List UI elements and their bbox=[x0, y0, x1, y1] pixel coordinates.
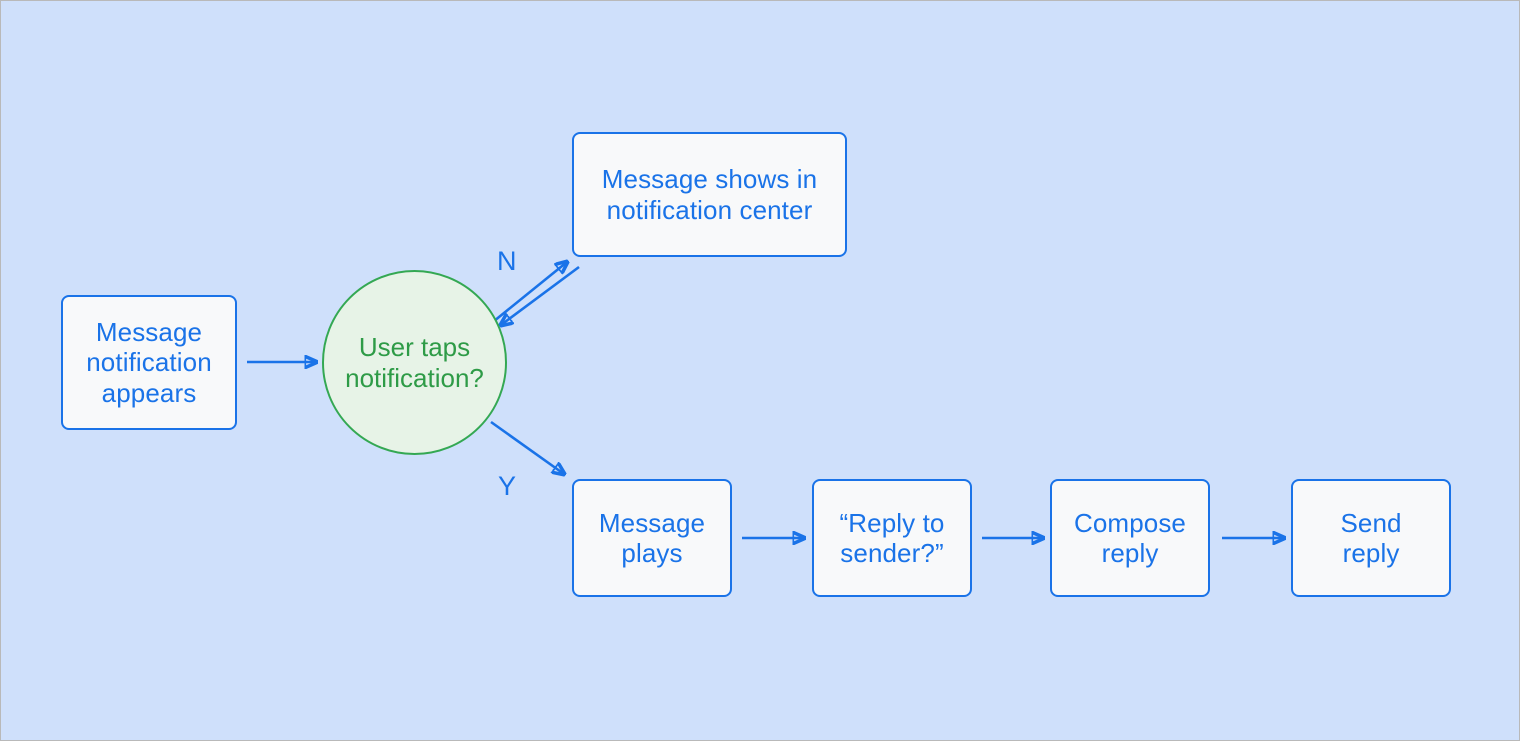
edge-decision-to-message-plays bbox=[490, 420, 564, 474]
node-user-taps-notification-decision[interactable]: User taps notification? bbox=[322, 270, 507, 455]
node-message-plays[interactable]: Message plays bbox=[572, 479, 732, 597]
node-message-notification-appears[interactable]: Message notification appears bbox=[61, 295, 237, 430]
node-message-shows-in-notification-center[interactable]: Message shows in notification center bbox=[572, 132, 847, 257]
node-reply-to-sender[interactable]: “Reply to sender?” bbox=[812, 479, 972, 597]
node-compose-reply[interactable]: Compose reply bbox=[1050, 479, 1210, 597]
node-send-reply[interactable]: Send reply bbox=[1291, 479, 1451, 597]
edge-notification-center-to-decision bbox=[501, 265, 580, 325]
